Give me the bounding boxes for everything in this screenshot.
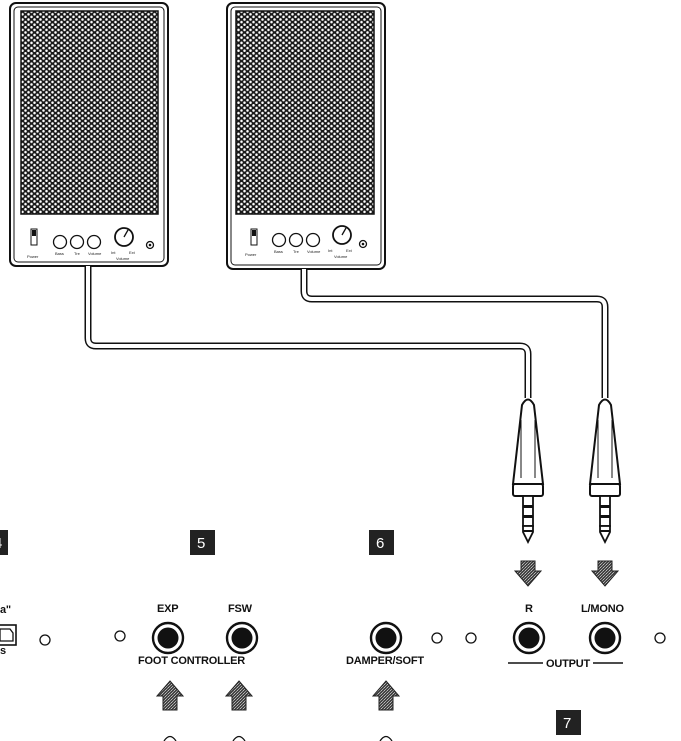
right-power-switch: [250, 228, 258, 246]
left-label-treble: Tre: [74, 251, 81, 256]
right-label-treble: Tre: [293, 249, 300, 254]
badge-4: 4: [0, 530, 8, 555]
jack-label-fsw: FSW: [228, 603, 253, 615]
left-label-volume: Volume: [88, 251, 102, 256]
right-label-volume-main: Volume: [334, 254, 348, 259]
left-speaker-grille: [20, 10, 159, 215]
screw-hole: [431, 632, 443, 644]
cable-left-speaker: [84, 266, 532, 398]
right-label-volume: Volume: [307, 249, 321, 254]
right-label-bass: Bass: [274, 249, 283, 254]
arrow-up-icon: [371, 680, 401, 741]
screw-hole: [654, 632, 666, 644]
screw-hole: [114, 630, 126, 642]
badge-7-text: 7: [563, 715, 571, 732]
partial-label-bottom: s: [0, 645, 6, 657]
partial-label-left: a": [0, 604, 11, 616]
left-label-power: Power: [27, 254, 39, 259]
right-bass-knob: [271, 232, 287, 248]
arrow-down-icon: [513, 560, 543, 587]
right-label-power: Power: [245, 252, 257, 257]
right-speaker-grille: [235, 10, 375, 215]
cable-right-speaker: [300, 269, 609, 398]
group-label-output: OUTPUT: [546, 658, 591, 670]
arrow-up-icon: [155, 680, 185, 741]
exp-jack: [151, 621, 185, 655]
output-lmono-jack: [588, 621, 622, 655]
badge-7: 7: [556, 710, 581, 735]
right-label-int: Int: [328, 248, 333, 253]
fsw-jack: [225, 621, 259, 655]
badge-5-text: 5: [197, 535, 205, 552]
damper-soft-jack: [369, 621, 403, 655]
left-label-bass: Bass: [55, 251, 64, 256]
badge-4-text: 4: [0, 535, 2, 552]
usb-port: [0, 624, 17, 646]
left-label-ext: Ext: [129, 250, 136, 255]
plug-left-speaker: [511, 398, 545, 545]
badge-6-text: 6: [376, 535, 384, 552]
badge-6: 6: [369, 530, 394, 555]
jack-label-lmono: L/MONO: [581, 603, 624, 615]
right-treble-knob: [288, 232, 304, 248]
left-speaker: Power Bass Tre Volume Int Ext Volume: [9, 2, 169, 267]
screw-hole: [465, 632, 477, 644]
left-bass-knob: [52, 234, 68, 250]
group-label-damper-soft: DAMPER/SOFT: [346, 655, 424, 667]
group-label-foot-controller: FOOT CONTROLLER: [138, 655, 245, 667]
jack-label-exp: EXP: [157, 603, 178, 615]
arrow-up-icon: [224, 680, 254, 741]
right-volume-knob: [305, 232, 321, 248]
left-label-volume-main: Volume: [116, 256, 130, 261]
right-label-ext: Ext: [346, 248, 353, 253]
badge-5: 5: [190, 530, 215, 555]
left-label-int: Int: [111, 250, 116, 255]
left-volume-knob: [86, 234, 102, 250]
screw-hole: [39, 634, 51, 646]
jack-label-r: R: [525, 603, 533, 615]
left-power-switch: [30, 228, 38, 246]
right-speaker: Power Bass Tre Volume Int Ext Volume: [226, 2, 386, 270]
left-treble-knob: [69, 234, 85, 250]
output-r-jack: [512, 621, 546, 655]
arrow-down-icon: [590, 560, 620, 587]
plug-right-speaker: [588, 398, 622, 545]
